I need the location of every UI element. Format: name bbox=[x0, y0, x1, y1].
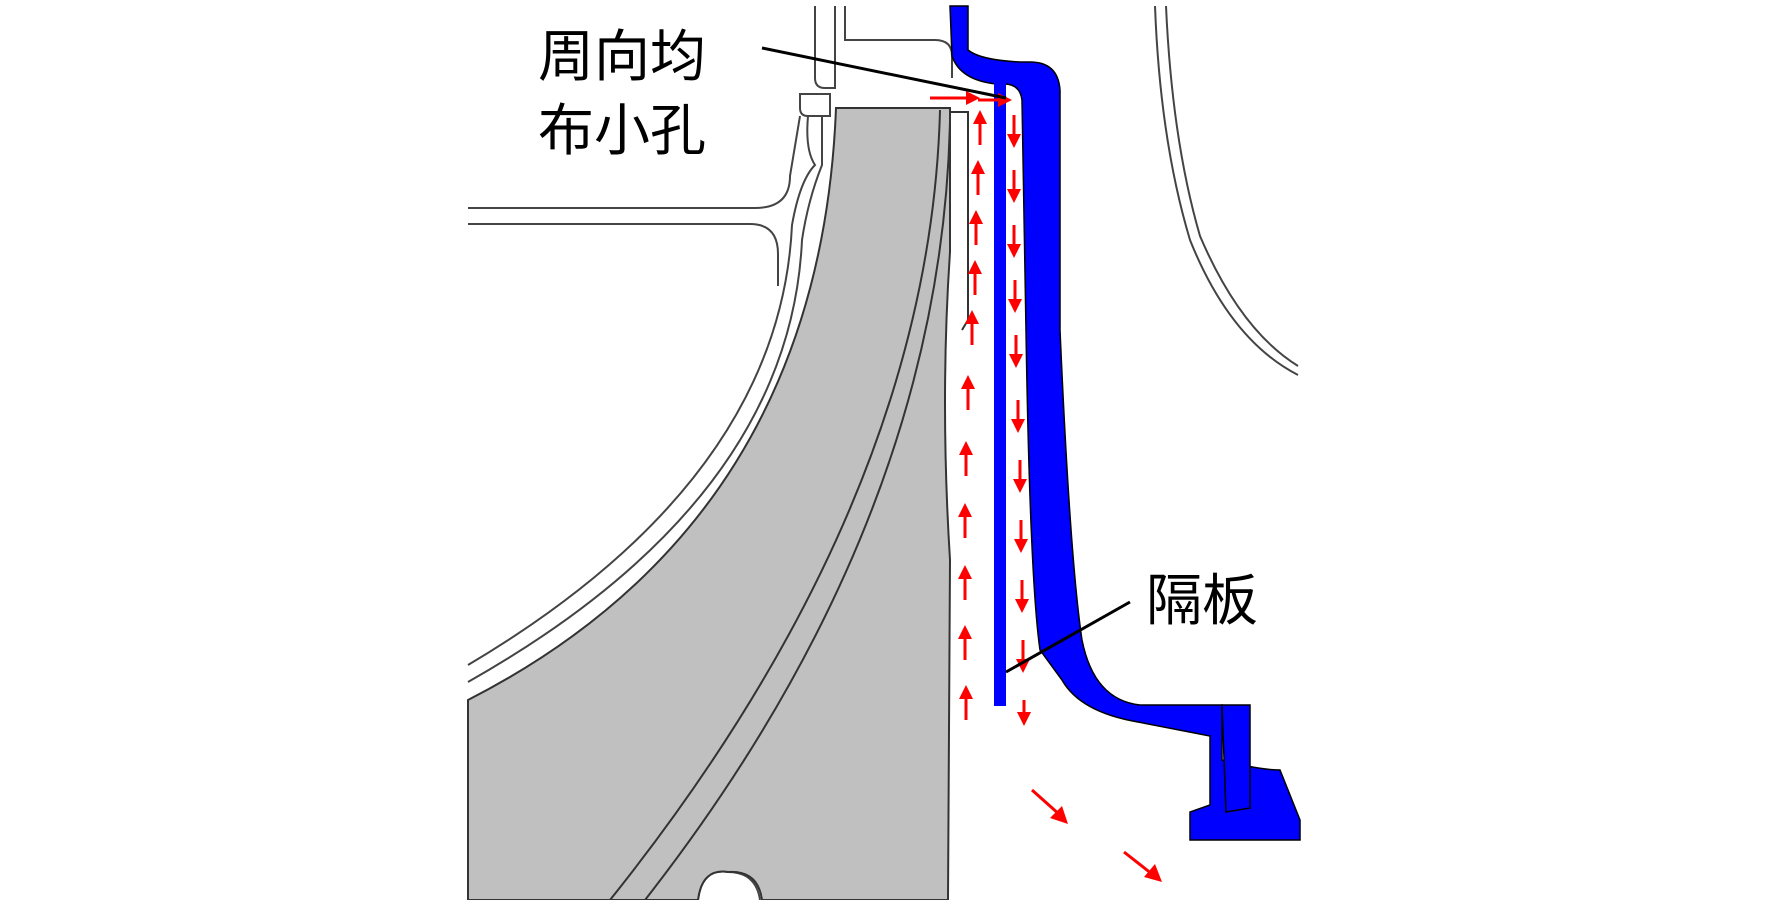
labels: 周向均 布小孔 隔板 bbox=[538, 25, 1258, 634]
outflow-arrow bbox=[1123, 850, 1162, 882]
top-shaft-outline bbox=[814, 6, 836, 89]
baffle-label: 隔板 bbox=[1146, 569, 1258, 634]
baffle-leader-line bbox=[1005, 600, 1131, 674]
notch-outline bbox=[799, 93, 831, 117]
inner-cavity-outline-b bbox=[467, 116, 823, 683]
holes-leader-line bbox=[761, 46, 1007, 100]
upper-horizontal-outline bbox=[468, 115, 801, 209]
impeller bbox=[467, 107, 969, 900]
leader-lines bbox=[761, 46, 1131, 674]
impeller-shroud-edge bbox=[950, 111, 969, 331]
downward-flow-arrows bbox=[1007, 115, 1031, 726]
baffle-plate bbox=[994, 78, 1006, 706]
upward-flow-arrows bbox=[958, 110, 987, 720]
casing bbox=[949, 5, 1301, 841]
impeller-blade-line-1 bbox=[609, 109, 941, 900]
flow-arrows bbox=[930, 91, 1162, 882]
outer-casing-outline bbox=[1154, 5, 1299, 376]
inflow-arrow bbox=[930, 91, 980, 105]
outline-structures bbox=[467, 5, 1299, 900]
impeller-blade-line-2 bbox=[644, 119, 951, 900]
casing-body bbox=[949, 5, 1301, 841]
holes-label-line-1: 周向均 bbox=[538, 25, 706, 90]
outlet-flange bbox=[1221, 704, 1251, 813]
outer-casing-outline-2 bbox=[1165, 5, 1299, 367]
holes-label-line-2: 布小孔 bbox=[538, 99, 706, 164]
lower-horizontal-outline bbox=[468, 223, 779, 286]
inner-cavity-outline-a bbox=[467, 115, 817, 666]
outflow-arrow bbox=[1031, 788, 1068, 824]
impeller-body bbox=[467, 107, 952, 900]
